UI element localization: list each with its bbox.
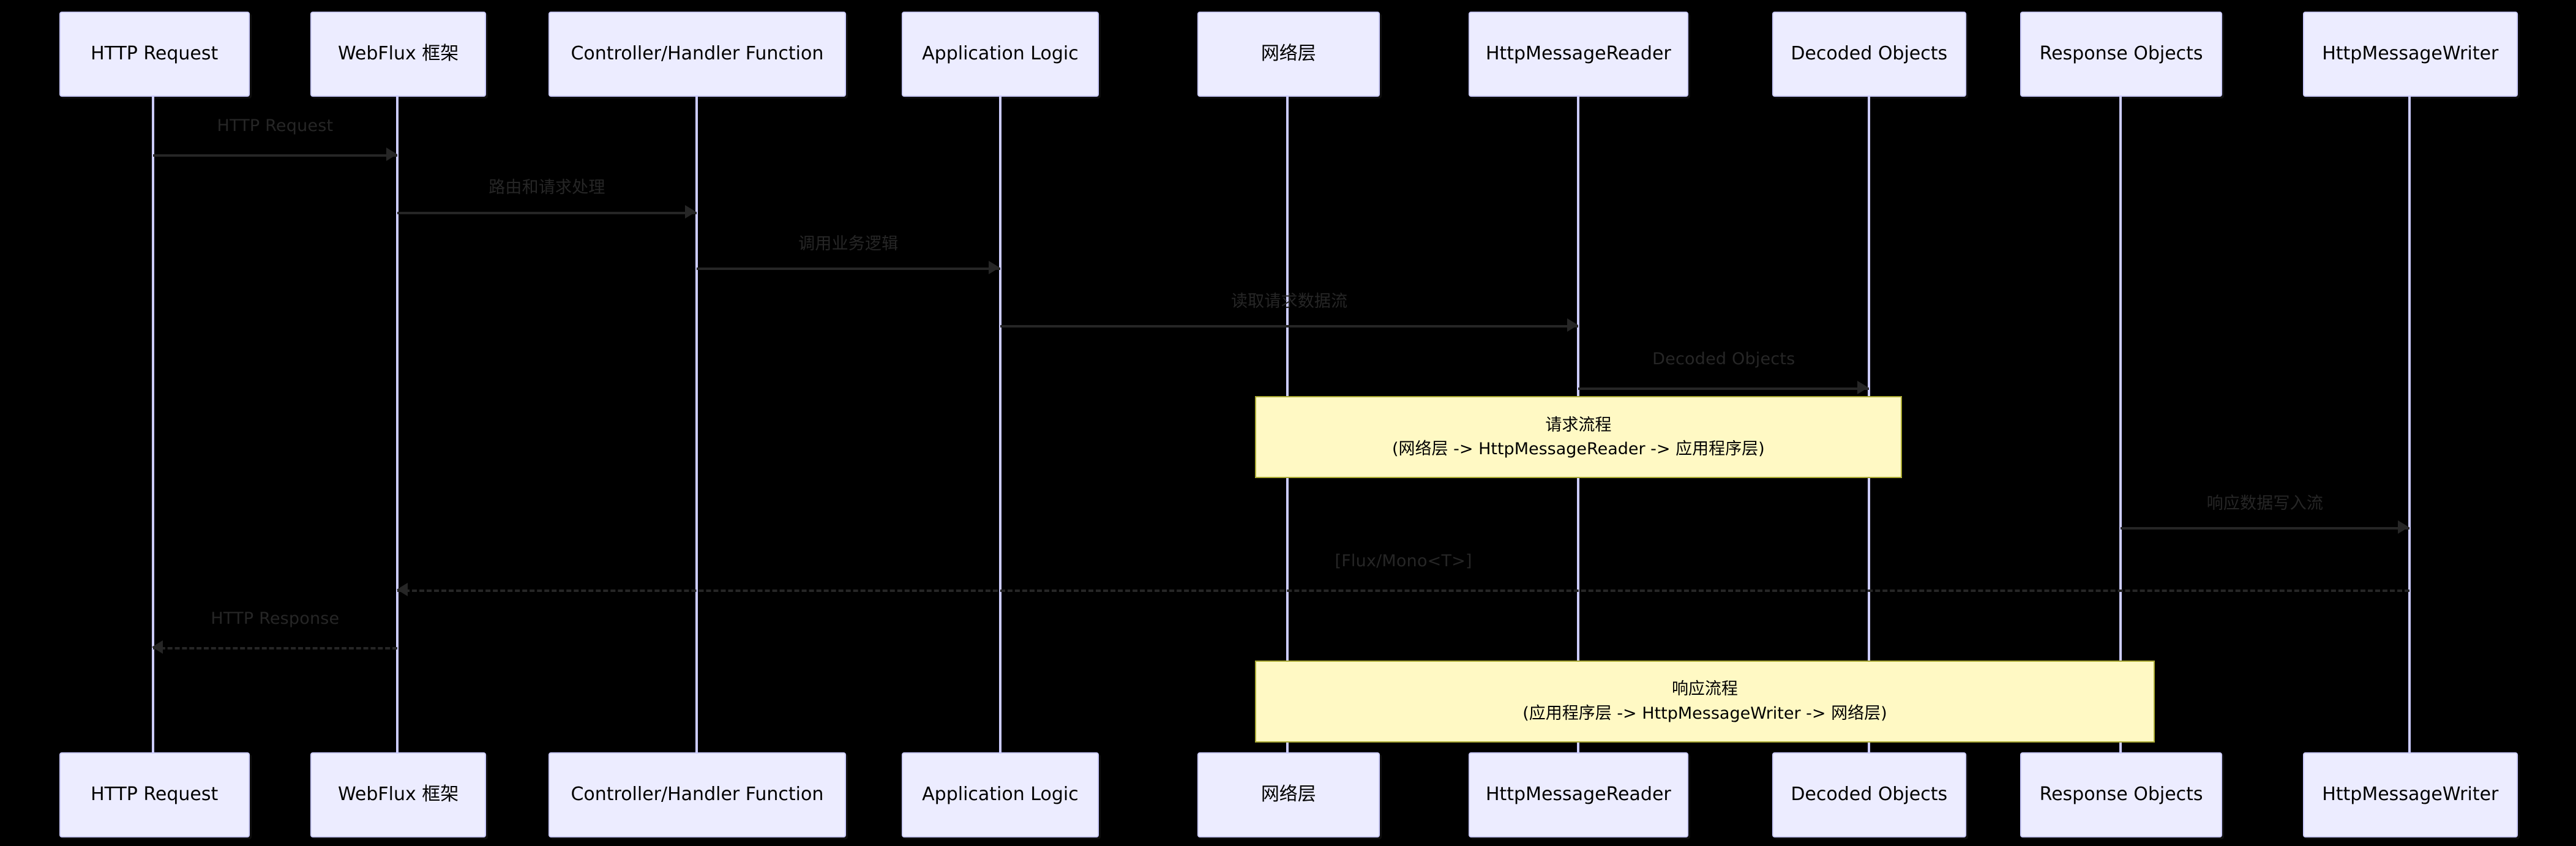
participant-app-logic-bottom[interactable]: Application Logic <box>901 752 1099 838</box>
participant-http-msg-reader-top[interactable]: HttpMessageReader <box>1468 11 1689 97</box>
arrowhead-left-m8 <box>152 640 163 654</box>
participant-label: HttpMessageReader <box>1485 43 1671 65</box>
participant-label: 网络层 <box>1260 784 1316 806</box>
note-title: 响应流程 <box>1671 679 1738 699</box>
participant-label: Decoded Objects <box>1791 43 1948 65</box>
arrowhead-right-m6 <box>2398 520 2409 534</box>
participant-webflux-bottom[interactable]: WebFlux 框架 <box>310 752 487 838</box>
message-label-m4: 读取请求数据流 <box>1230 291 1348 311</box>
participant-label: Response Objects <box>2039 784 2203 806</box>
message-label-m7: [Flux/Mono<T>] <box>1335 552 1472 571</box>
arrowhead-right-m4 <box>1567 318 1578 332</box>
message-line-m8 <box>152 647 398 650</box>
message-label-m6: 响应数据写入流 <box>2206 493 2324 513</box>
message-line-m4 <box>1000 325 1579 328</box>
participant-http-msg-writer-top[interactable]: HttpMessageWriter <box>2302 11 2518 97</box>
message-label-m1: HTTP Request <box>217 116 334 136</box>
arrowhead-right-m1 <box>386 148 397 162</box>
participant-network-layer-top[interactable]: 网络层 <box>1197 11 1380 97</box>
participant-label: 网络层 <box>1260 43 1316 65</box>
message-line-m2 <box>397 212 697 215</box>
arrowhead-left-m7 <box>396 583 408 597</box>
lifeline-controller <box>695 97 698 752</box>
participant-label: HTTP Request <box>91 43 219 65</box>
arrowhead-right-m3 <box>989 261 1000 275</box>
participant-label: Application Logic <box>922 43 1079 65</box>
participant-controller-bottom[interactable]: Controller/Handler Function <box>549 752 846 838</box>
lifeline-app-logic <box>998 97 1002 752</box>
participant-label: Application Logic <box>922 784 1079 806</box>
note-title: 请求流程 <box>1545 415 1612 435</box>
message-label-m5: Decoded Objects <box>1652 350 1795 369</box>
participant-network-layer-bottom[interactable]: 网络层 <box>1197 752 1380 838</box>
participant-label: WebFlux 框架 <box>337 43 459 65</box>
participant-webflux-top[interactable]: WebFlux 框架 <box>310 11 487 97</box>
participant-response-objects-bottom[interactable]: Response Objects <box>2020 752 2223 838</box>
participant-label: Response Objects <box>2039 43 2203 65</box>
lifeline-webflux <box>396 97 399 752</box>
note-detail: (应用程序层 -> HttpMessageWriter -> 网络层) <box>1522 703 1887 723</box>
message-line-m5 <box>1578 387 1870 391</box>
participant-label: HTTP Request <box>91 784 219 806</box>
participant-app-logic-top[interactable]: Application Logic <box>901 11 1099 97</box>
participant-decoded-objects-bottom[interactable]: Decoded Objects <box>1772 752 1966 838</box>
lifeline-http-msg-writer <box>2408 97 2411 752</box>
participant-decoded-objects-top[interactable]: Decoded Objects <box>1772 11 1966 97</box>
note-detail: (网络层 -> HttpMessageReader -> 应用程序层) <box>1392 439 1765 459</box>
note-response-flow: 响应流程 (应用程序层 -> HttpMessageWriter -> 网络层) <box>1254 660 2155 743</box>
participant-label: Controller/Handler Function <box>571 43 824 65</box>
message-label-m2: 路由和请求处理 <box>489 178 605 198</box>
message-label-m8: HTTP Response <box>211 609 340 629</box>
participant-controller-top[interactable]: Controller/Handler Function <box>549 11 846 97</box>
message-line-m1 <box>152 154 398 157</box>
message-line-m7 <box>397 590 2409 593</box>
participant-label: WebFlux 框架 <box>337 784 459 806</box>
note-request-flow: 请求流程 (网络层 -> HttpMessageReader -> 应用程序层) <box>1254 395 1902 478</box>
arrowhead-right-m5 <box>1857 381 1869 395</box>
participant-label: HttpMessageWriter <box>2322 784 2499 806</box>
participant-http-msg-reader-bottom[interactable]: HttpMessageReader <box>1468 752 1689 838</box>
participant-label: Controller/Handler Function <box>571 784 824 806</box>
participant-http-request-top[interactable]: HTTP Request <box>59 11 250 97</box>
lifeline-http-request <box>151 97 154 752</box>
participant-label: Decoded Objects <box>1791 784 1948 806</box>
lifeline-response-objects <box>2119 97 2122 752</box>
message-line-m6 <box>2120 527 2409 530</box>
arrowhead-right-m2 <box>684 205 696 219</box>
participant-label: HttpMessageReader <box>1485 784 1671 806</box>
participant-response-objects-top[interactable]: Response Objects <box>2020 11 2223 97</box>
participant-http-msg-writer-bottom[interactable]: HttpMessageWriter <box>2302 752 2518 838</box>
participant-http-request-bottom[interactable]: HTTP Request <box>59 752 250 838</box>
message-label-m3: 调用业务逻辑 <box>798 234 899 253</box>
participant-label: HttpMessageWriter <box>2322 43 2499 65</box>
message-line-m3 <box>696 268 1000 271</box>
